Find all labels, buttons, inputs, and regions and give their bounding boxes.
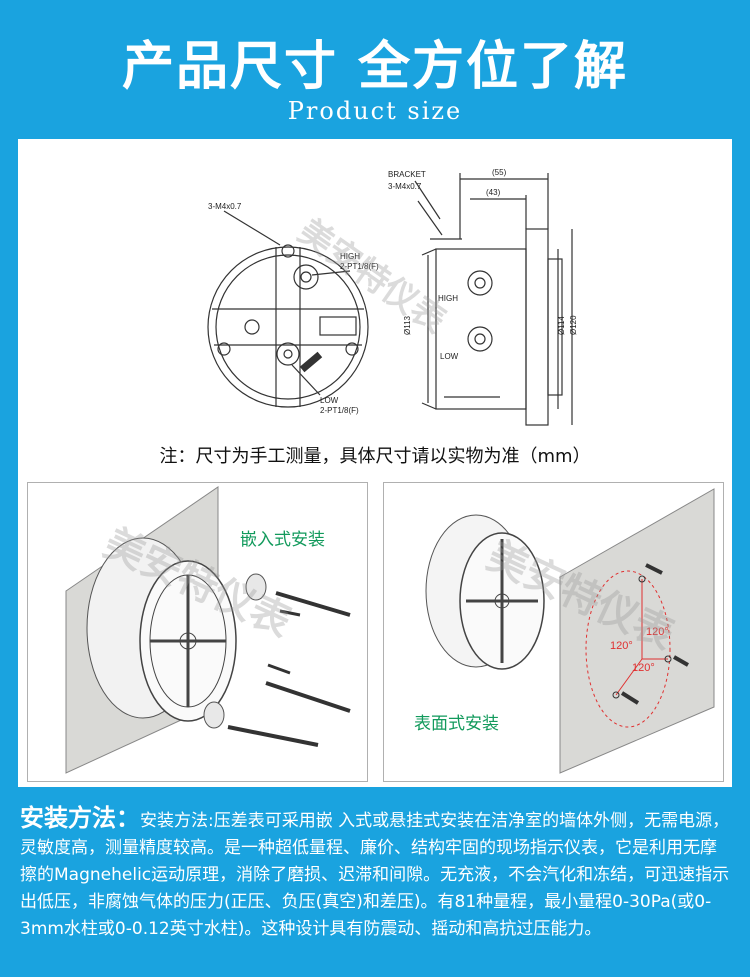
- label-screw-side: 3-M4x0.7: [388, 182, 422, 191]
- install-heading: 安装方法：: [20, 804, 140, 832]
- label-high-thread: 2-PT1/8(F): [340, 262, 379, 271]
- content-panel: 3-M4x0.7 HIGH 2-PT1/8(F) LOW 2-PT1/8(F) …: [18, 139, 732, 787]
- watermark-drawing: 美安特仪表: [291, 211, 453, 341]
- label-dim-120: Ø120: [569, 315, 578, 335]
- flush-mount-caption: 嵌入式安装: [240, 530, 325, 550]
- label-dim-113: Ø113: [403, 315, 412, 335]
- label-high-port: HIGH: [340, 252, 360, 261]
- install-description: 安装方法：安装方法:压差表可采用嵌 入式或悬挂式安装在洁净室的墙体外侧，无需电源…: [20, 805, 732, 943]
- surface-mount-caption: 表面式安装: [414, 714, 499, 734]
- dimension-drawing: 3-M4x0.7 HIGH 2-PT1/8(F) LOW 2-PT1/8(F) …: [207, 168, 578, 426]
- label-dim-55: (55): [492, 168, 507, 177]
- label-screw-front: 3-M4x0.7: [208, 202, 242, 211]
- label-side-high: HIGH: [438, 294, 458, 303]
- angle-label-3: 120°: [632, 662, 655, 674]
- label-dim-43: (43): [486, 188, 501, 197]
- install-body: 安装方法:压差表可采用嵌 入式或悬挂式安装在洁净室的墙体外侧，无需电源，灵敏度高…: [20, 811, 730, 939]
- label-bracket: BRACKET: [388, 170, 426, 179]
- page-title: 产品尺寸 全方位了解: [121, 37, 629, 97]
- page-subtitle: Product size: [287, 97, 463, 125]
- label-side-low: LOW: [440, 352, 459, 361]
- measurement-note: 注：尺寸为手工测量，具体尺寸请以实物为准（mm）: [159, 446, 591, 467]
- angle-label-1: 120°: [646, 626, 669, 638]
- angle-label-2: 120°: [610, 640, 633, 652]
- label-low-thread: 2-PT1/8(F): [320, 406, 359, 415]
- label-dim-114: Ø114: [557, 315, 566, 335]
- flush-mount-illustration: 美安特仪表 嵌入式安装: [27, 482, 368, 782]
- label-low-port: LOW: [320, 396, 339, 405]
- surface-mount-illustration: 120° 120° 120° 美安特仪表 表面式安装: [383, 482, 724, 782]
